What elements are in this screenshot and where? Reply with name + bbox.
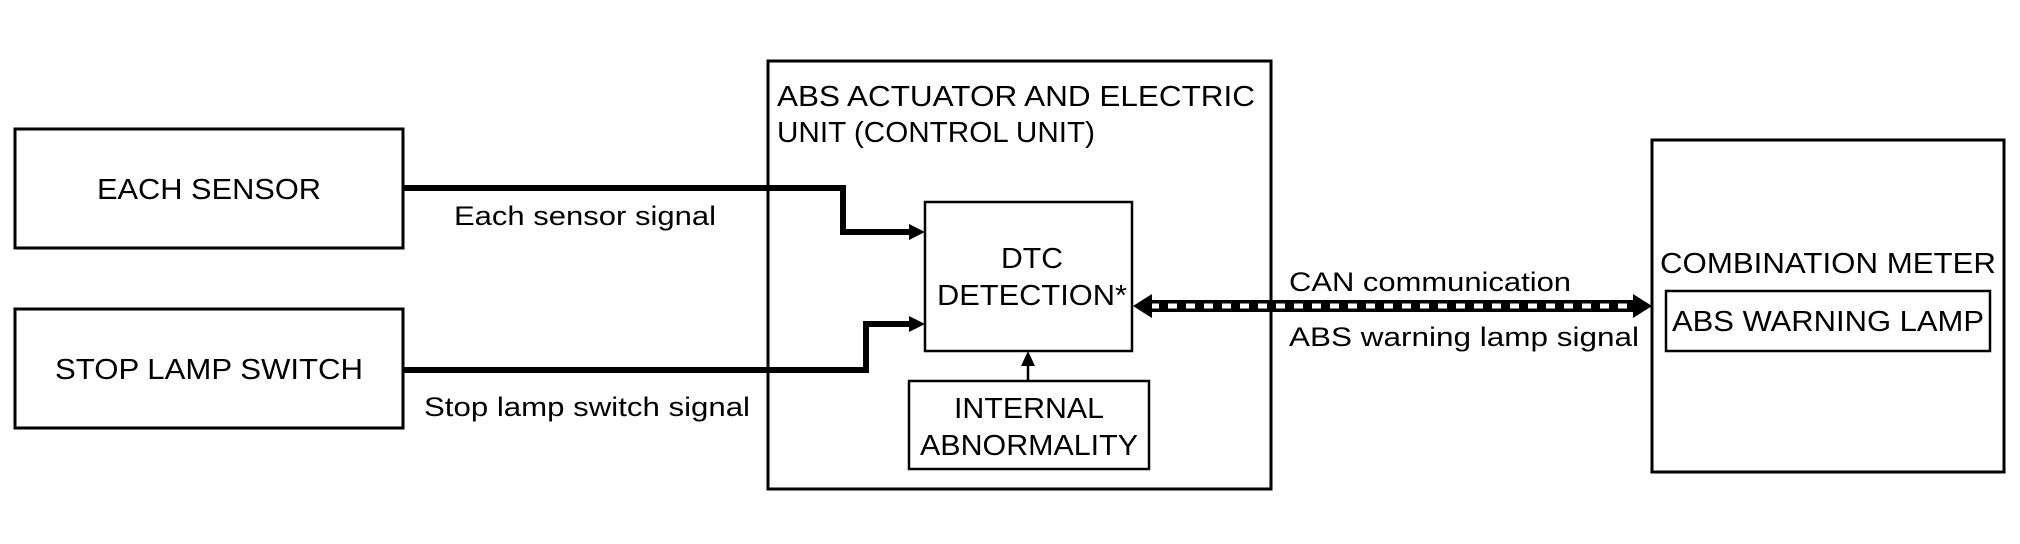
dtc-detection-box	[923, 200, 1134, 353]
arrowhead-icon	[1021, 351, 1035, 366]
abs-warning-lamp-signal-label: ABS warning lamp signal	[1289, 322, 1639, 352]
stop-lamp-switch-signal-label: Stop lamp switch signal	[424, 392, 750, 422]
abs-warning-lamp-label: ABS WARNING LAMP	[1672, 306, 1984, 338]
internal-abnormality-line2: ABNORMALITY	[920, 430, 1138, 462]
can-communication-edge: CAN communication ABS warning lamp signa…	[1133, 267, 1652, 352]
stop-lamp-switch-signal-edge: Stop lamp switch signal	[403, 316, 925, 422]
internal-abnormality-node: INTERNAL ABNORMALITY	[907, 379, 1151, 471]
each-sensor-signal-line	[403, 185, 912, 235]
each-sensor-label: EACH SENSOR	[97, 174, 321, 206]
arrowhead-icon	[909, 316, 925, 332]
internal-abnormality-line1: INTERNAL	[954, 393, 1104, 425]
each-sensor-signal-label: Each sensor signal	[454, 201, 716, 231]
control-unit-title-line2: UNIT (CONTROL UNIT)	[777, 117, 1095, 149]
arrowhead-left-icon	[1133, 294, 1152, 318]
each-sensor-box	[13, 127, 405, 250]
internal-abnormality-edge	[1021, 351, 1035, 381]
each-sensor-node: EACH SENSOR	[13, 127, 405, 250]
stop-lamp-switch-box	[13, 307, 405, 430]
arrowhead-icon	[909, 224, 925, 240]
stop-lamp-switch-label: STOP LAMP SWITCH	[55, 354, 363, 386]
arrowhead-right-icon	[1633, 294, 1652, 318]
each-sensor-signal-edge: Each sensor signal	[403, 185, 925, 240]
combination-meter-node: COMBINATION METER ABS WARNING LAMP	[1650, 138, 2006, 474]
stop-lamp-switch-node: STOP LAMP SWITCH	[13, 307, 405, 430]
stop-lamp-switch-signal-line	[403, 321, 912, 373]
combination-meter-title: COMBINATION METER	[1660, 248, 1996, 280]
dtc-detection-node: DTC DETECTION*	[923, 200, 1134, 353]
can-communication-label: CAN communication	[1289, 267, 1571, 297]
dtc-detection-line2: DETECTION*	[937, 280, 1127, 312]
control-unit-title-line1: ABS ACTUATOR AND ELECTRIC	[777, 81, 1255, 113]
abs-warning-lamp-box	[1664, 289, 1992, 353]
dtc-detection-line1: DTC	[1001, 243, 1063, 275]
